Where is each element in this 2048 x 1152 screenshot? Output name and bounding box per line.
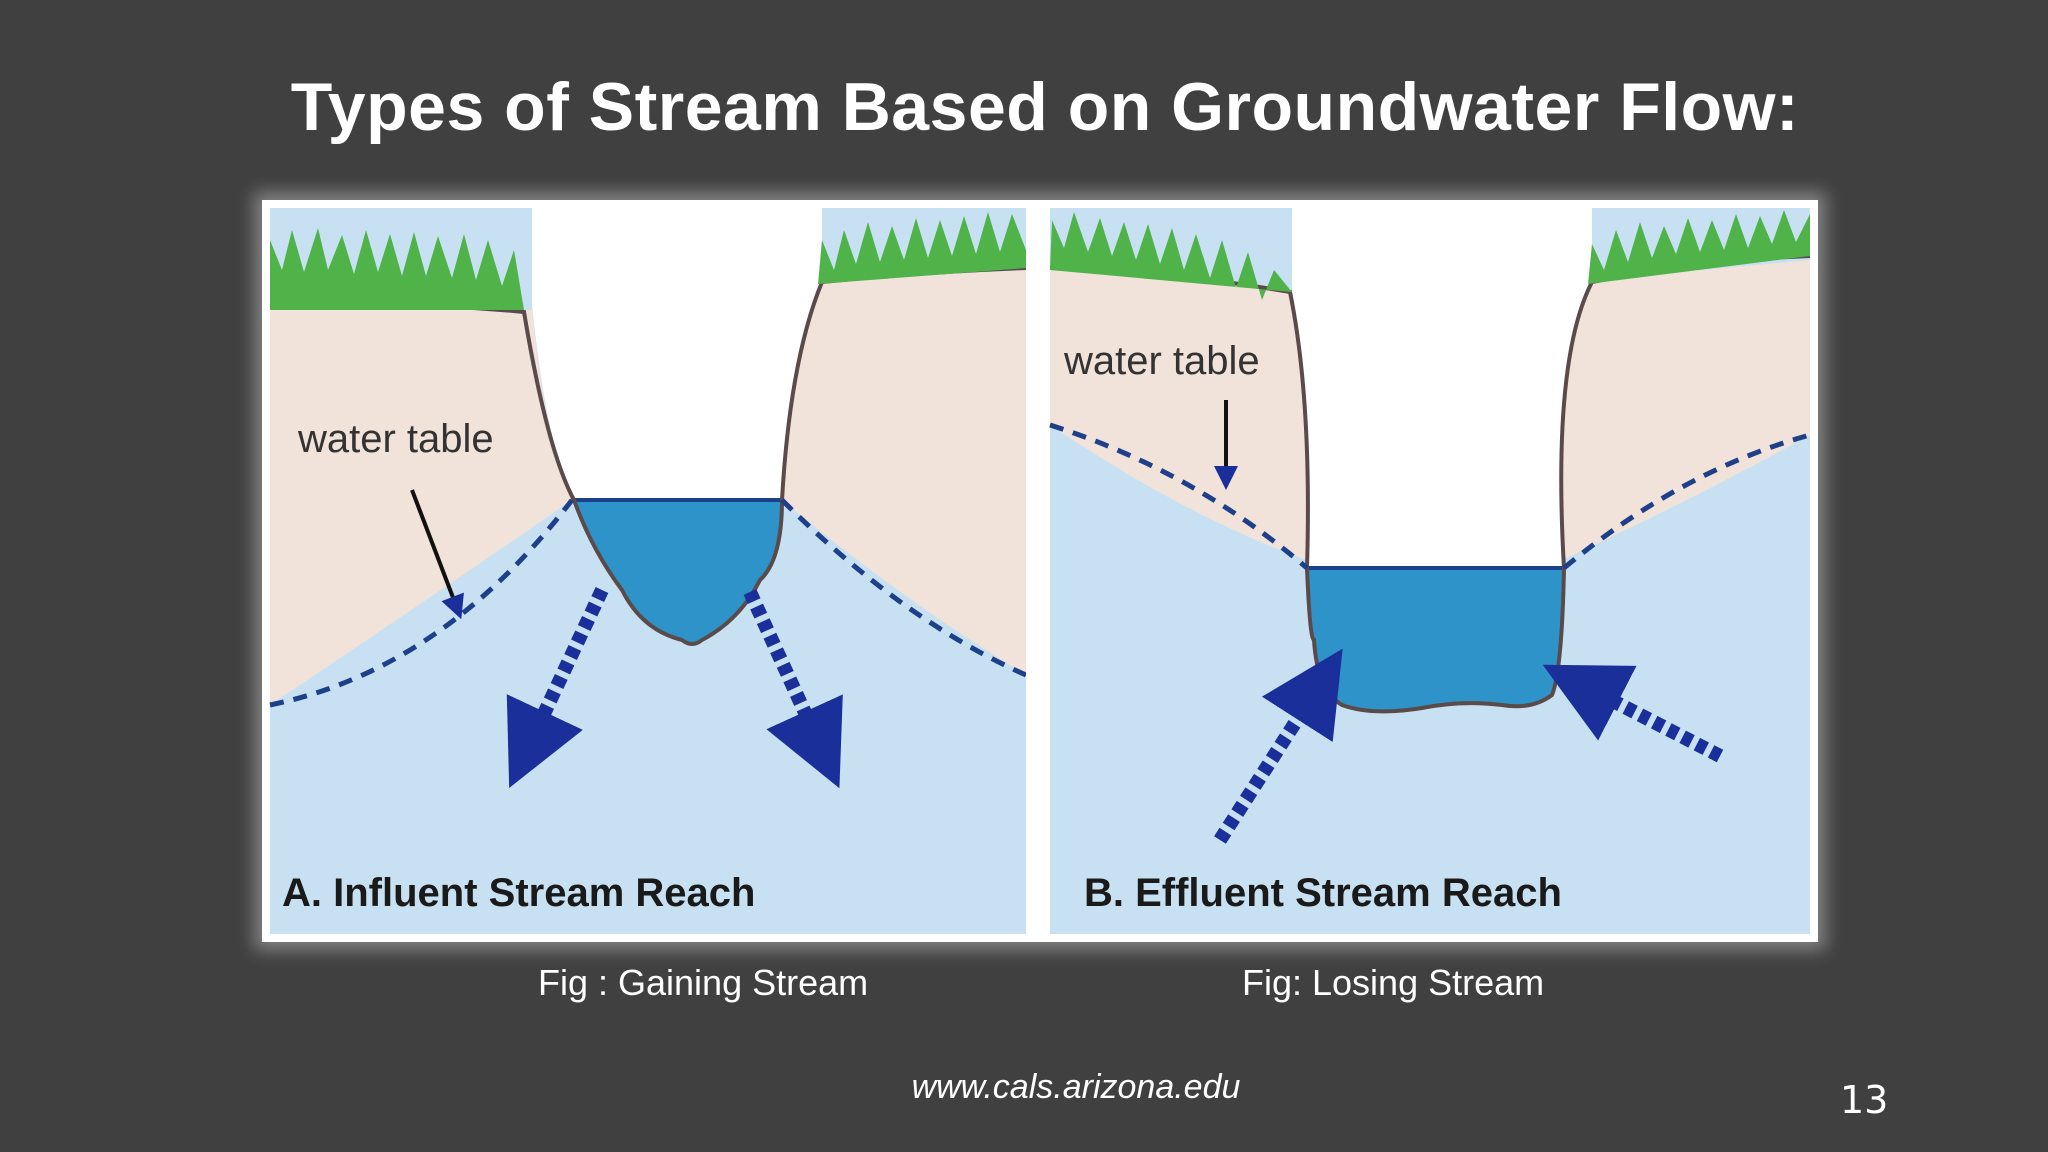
soil-left-b [1050, 270, 1308, 560]
water-table-label-b: water table [1063, 339, 1260, 383]
grass-left-a [270, 228, 524, 310]
stream-water-b [1307, 568, 1564, 712]
grass-left-b [1050, 212, 1292, 300]
ground-outline-b [1049, 254, 1811, 714]
channel-air-b [1292, 208, 1592, 568]
stream-diagram-svg: water table A. Influent Stream Reach [269, 208, 1811, 934]
caption-losing: Fig: Losing Stream [1242, 962, 1545, 1003]
channel-air-a [532, 208, 822, 500]
water-table-label-a: water table [297, 417, 494, 461]
source-url: www.cals.arizona.edu [911, 1068, 1241, 1106]
panel-effluent: water table B. Effluent Stream Reach [1049, 208, 1811, 934]
soil-left-a [270, 310, 572, 705]
page-number: 13 [1840, 1078, 1889, 1122]
caption-gaining: Fig : Gaining Stream [538, 962, 869, 1003]
flow-arrow-b-right [1542, 664, 1724, 763]
panel-label-a: A. Influent Stream Reach [282, 871, 755, 915]
water-table-line-a-right [780, 498, 1028, 678]
stream-water-a [574, 500, 782, 644]
panel-influent: water table A. Influent Stream Reach [269, 208, 1028, 934]
ground-outline-a [269, 266, 1027, 646]
water-table-line-b-right [1562, 432, 1811, 570]
panel-divider [1026, 208, 1050, 934]
panel-label-b: B. Effluent Stream Reach [1084, 871, 1562, 915]
soil-right-a [782, 270, 1026, 675]
water-table-pointer-a [410, 489, 464, 620]
grass-right-a [818, 212, 1026, 284]
water-table-line-a-left [269, 498, 574, 708]
soil-right-b [1561, 260, 1810, 560]
flow-arrow-a-right [743, 589, 843, 789]
water-table-line-b-left [1049, 422, 1309, 570]
grass-right-b [1588, 210, 1810, 284]
stream-diagram: water table A. Influent Stream Reach [262, 200, 1818, 942]
slide-title: Types of Stream Based on Groundwater Flo… [290, 69, 1800, 145]
flow-arrow-a-left [506, 587, 609, 789]
